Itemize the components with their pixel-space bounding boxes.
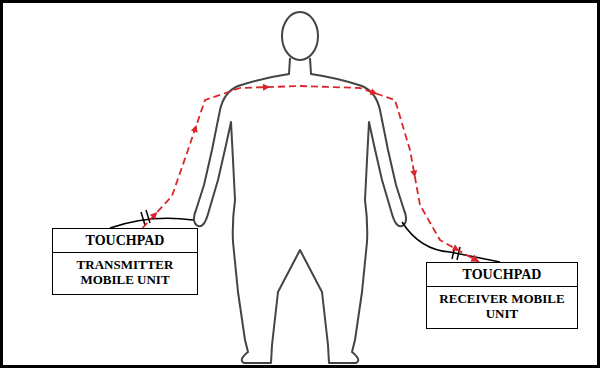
- body-outline: [194, 58, 406, 363]
- receiver-wire: [402, 222, 500, 262]
- signal-arrowhead: [263, 84, 270, 91]
- touchpad-label: TOUCHPAD: [427, 263, 577, 287]
- signal-arrowhead: [191, 125, 198, 133]
- transmitter-unit-box: TOUCHPADTRANSMITTER MOBILE UNIT: [52, 228, 198, 295]
- signal-arrowhead: [452, 245, 460, 252]
- transmitter-wire: [110, 218, 193, 228]
- signal-arrowhead: [370, 88, 378, 95]
- signal-arrowhead: [410, 170, 417, 178]
- signal-arrowhead: [470, 255, 479, 262]
- touchpad-label: TOUCHPAD: [53, 229, 197, 253]
- unit-label: TRANSMITTER MOBILE UNIT: [53, 253, 197, 294]
- unit-label: RECEIVER MOBILE UNIT: [427, 287, 577, 328]
- capacitor-symbol: [141, 210, 150, 225]
- head-outline: [282, 12, 318, 60]
- signal-arrowhead: [150, 212, 157, 220]
- receiver-unit-box: TOUCHPADRECEIVER MOBILE UNIT: [426, 262, 578, 329]
